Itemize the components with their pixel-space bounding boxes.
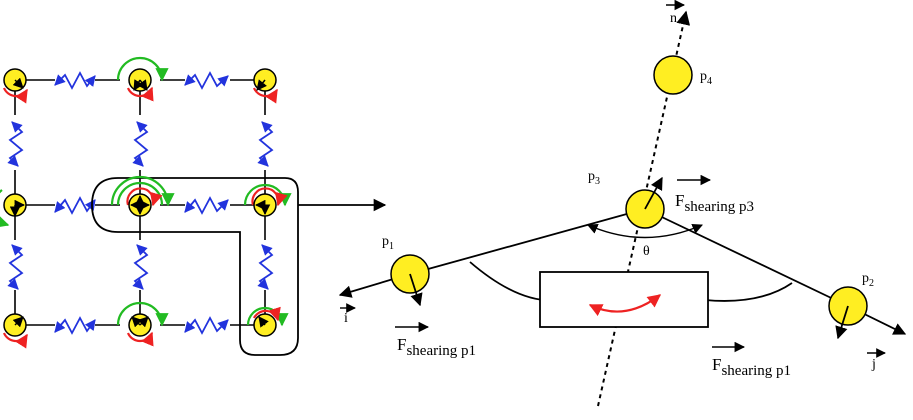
spring-h <box>184 196 229 215</box>
shearing-detail: n p4 p3 p1 p2 θ i j Fshearing p3 Fsheari… <box>338 0 907 407</box>
label-i: i <box>344 311 348 326</box>
label-f-shearing-p3: Fshearing p3 <box>675 191 754 215</box>
selected-region <box>91 177 299 356</box>
rotation-arrow <box>588 294 662 317</box>
rotational-spring-box <box>539 271 709 328</box>
springs <box>7 71 274 335</box>
spring-v <box>132 244 149 290</box>
label-theta: θ <box>643 244 650 259</box>
spring-h <box>54 71 96 90</box>
theta-arc <box>587 223 703 239</box>
spring-v <box>7 121 24 167</box>
spring-v <box>257 121 274 167</box>
label-p4: p4 <box>700 69 712 87</box>
node-force-arrows <box>9 77 271 328</box>
spring-v <box>257 244 274 290</box>
link-p1-p3 <box>409 208 646 275</box>
p3-force-arrow <box>644 176 663 210</box>
label-p1: p1 <box>382 234 394 252</box>
label-n: n <box>670 11 677 26</box>
p2-force-arrow <box>835 305 849 340</box>
spring-h <box>54 316 96 335</box>
rotation-arcs-red <box>2 86 288 349</box>
rotation-arcs-green <box>0 56 292 327</box>
p1-force-arrow <box>409 273 423 307</box>
beam-arc-right <box>704 282 793 302</box>
label-f-shearing-p1-left: Fshearing p1 <box>397 335 476 359</box>
label-f-shearing-p1-right: Fshearing p1 <box>712 355 791 379</box>
spring-v <box>7 244 24 290</box>
label-j: j <box>871 357 876 372</box>
spring-h <box>184 316 229 335</box>
spring-v <box>132 121 149 167</box>
spring-h <box>54 196 96 215</box>
spring-h <box>184 71 229 90</box>
particle-lattice <box>0 56 299 356</box>
label-p2: p2 <box>862 271 874 289</box>
particle-p4 <box>653 55 693 95</box>
label-p3: p3 <box>588 169 600 187</box>
